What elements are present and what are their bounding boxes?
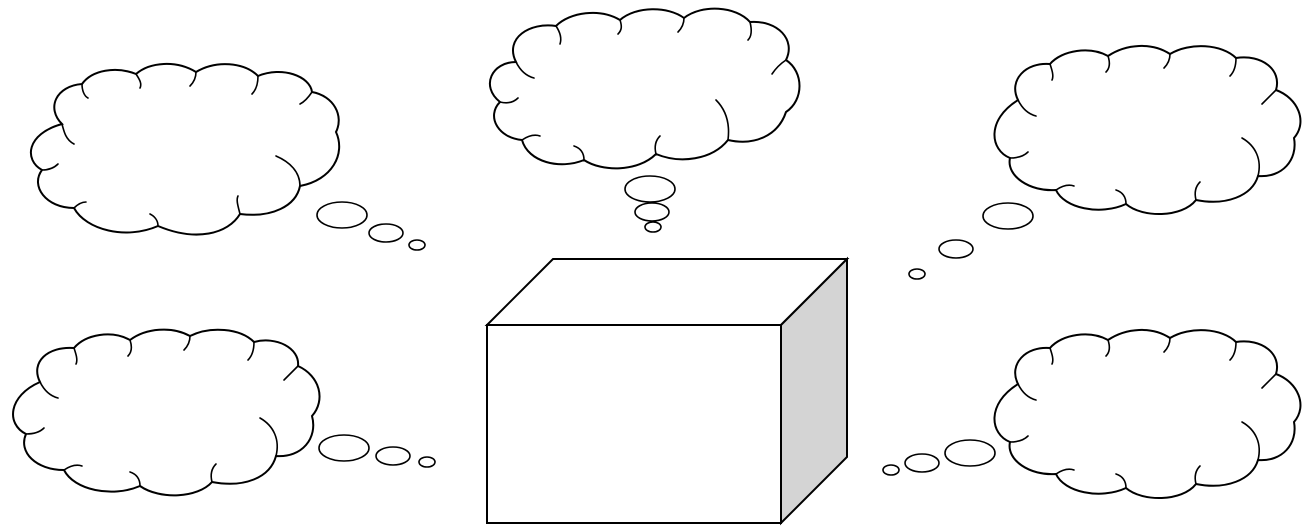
thought-cloud-top-left	[31, 64, 425, 250]
thought-bubble-small	[409, 240, 425, 250]
thought-bubble-large	[945, 440, 995, 466]
thought-bubble-large	[983, 203, 1033, 229]
cloud-body	[994, 330, 1300, 498]
cloud-body	[13, 330, 319, 496]
thought-bubble-large	[317, 202, 367, 228]
box-3d	[487, 259, 847, 523]
box-front-face	[487, 325, 781, 523]
thought-cloud-bottom-left	[13, 330, 435, 496]
thought-bubble-large	[319, 435, 369, 461]
thought-bubble-medium	[376, 447, 410, 465]
cloud-body	[490, 9, 800, 169]
thought-bubble-small	[645, 222, 661, 232]
thought-bubble-large	[625, 176, 675, 202]
thought-cloud-bottom-right	[883, 330, 1300, 498]
thought-cloud-top-right	[909, 46, 1300, 279]
thought-bubble-small	[419, 457, 435, 467]
thought-bubble-medium	[939, 240, 973, 258]
thought-bubble-small	[909, 269, 925, 279]
cloud-body	[994, 46, 1300, 214]
thought-cloud-top-center	[490, 9, 800, 232]
thought-bubble-medium	[369, 224, 403, 242]
cloud-body	[31, 64, 339, 235]
thought-bubble-medium	[635, 203, 669, 221]
thought-bubble-medium	[905, 454, 939, 472]
thought-bubble-small	[883, 465, 899, 475]
